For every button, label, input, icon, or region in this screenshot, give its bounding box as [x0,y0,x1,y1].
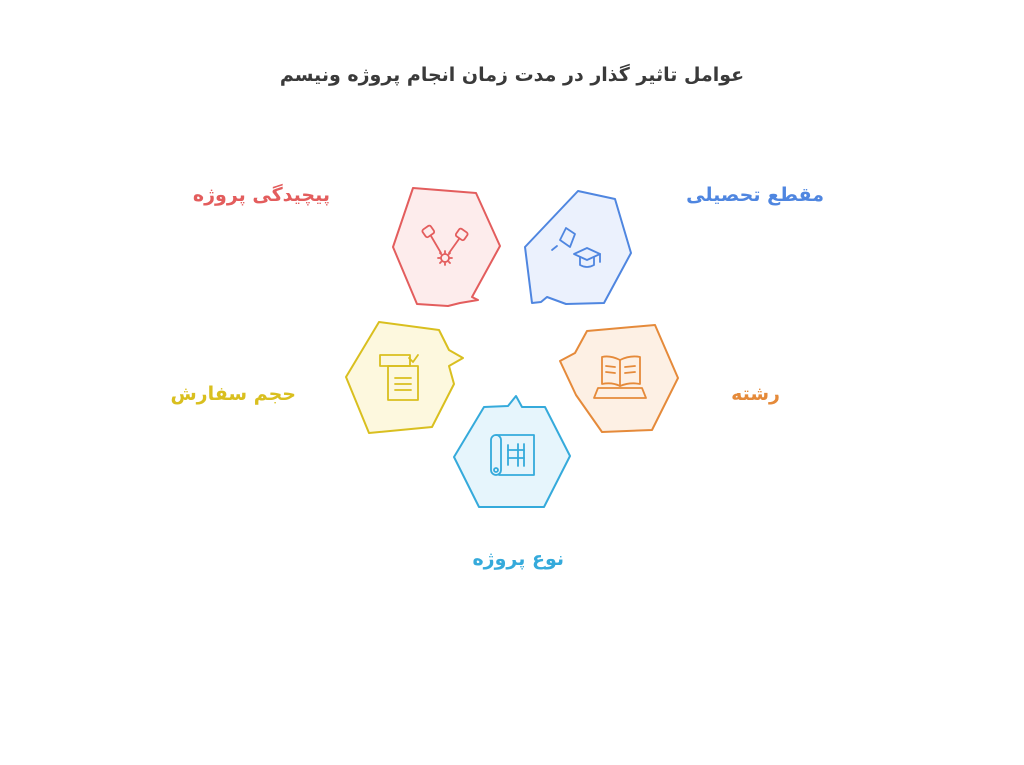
label-field-of-study: رشته [731,383,780,405]
hexagon-project-complexity [392,187,501,307]
open-book-icon [593,355,647,399]
graduation-cap-icon [551,227,601,268]
label-project-complexity: پیچیدگی پروژه [192,184,330,206]
hexagon-project-type [453,395,571,508]
label-project-type: نوع پروژه [472,548,564,570]
blueprint-icon [490,434,535,476]
document-icon [379,354,419,401]
label-order-volume: حجم سفارش [170,383,296,405]
hexagon-field-of-study [559,324,679,433]
hexagon-order-volume [345,321,464,434]
hexagon-education-level [524,190,632,305]
label-education-level: مقطع تحصیلی [686,184,824,206]
page-title: عوامل تاثیر گذار در مدت زمان انجام پروژه… [279,64,745,86]
tools-icon [421,224,469,266]
